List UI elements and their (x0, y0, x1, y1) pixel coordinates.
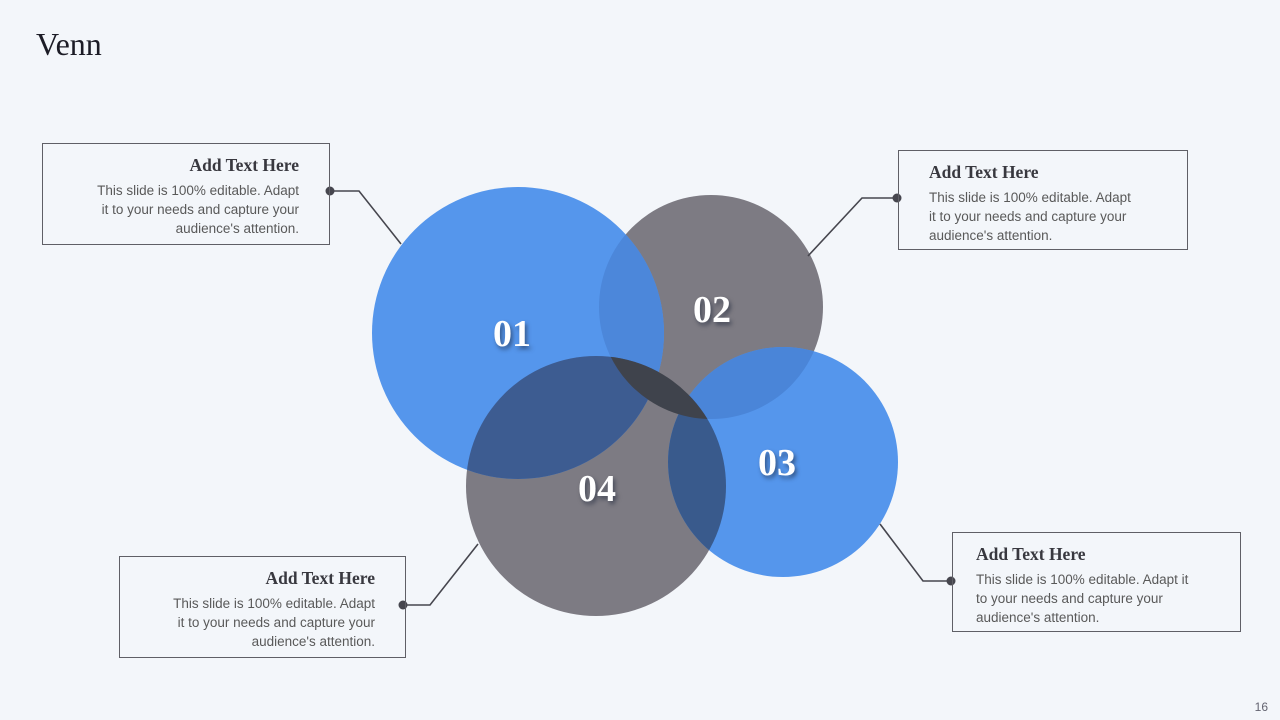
callout-title: Add Text Here (976, 544, 1086, 564)
connector-dot-bottom-right (946, 576, 956, 586)
callout-body: This slide is 100% editable. Adapt it to… (976, 572, 1189, 625)
callout-bottom-right[interactable]: Add Text Here This slide is 100% editabl… (952, 532, 1241, 632)
callout-title: Add Text Here (929, 162, 1039, 182)
slide-title: Venn (36, 26, 102, 62)
callout-body: This slide is 100% editable. Adapt it to… (173, 596, 375, 649)
callout-title: Add Text Here (265, 568, 375, 588)
callout-top-right[interactable]: Add Text Here This slide is 100% editabl… (898, 150, 1188, 250)
callout-title: Add Text Here (189, 155, 299, 175)
connector-dot-top-right (892, 193, 902, 203)
callout-body: This slide is 100% editable. Adapt it to… (929, 190, 1131, 243)
connector-bottom-left (403, 543, 479, 606)
overlap-02-03 (668, 347, 823, 419)
connector-dot-top-left (325, 186, 335, 196)
page-number: 16 (1254, 700, 1268, 714)
connector-lines (330, 190, 951, 606)
overlap-01-04 (466, 356, 664, 479)
connector-top-left (330, 190, 402, 245)
callout-top-left[interactable]: Add Text Here This slide is 100% editabl… (42, 143, 330, 245)
connector-bottom-right (879, 523, 951, 582)
callout-bottom-left[interactable]: Add Text Here This slide is 100% editabl… (119, 556, 406, 658)
connector-top-right (807, 197, 897, 257)
callout-body: This slide is 100% editable. Adapt it to… (97, 183, 299, 236)
